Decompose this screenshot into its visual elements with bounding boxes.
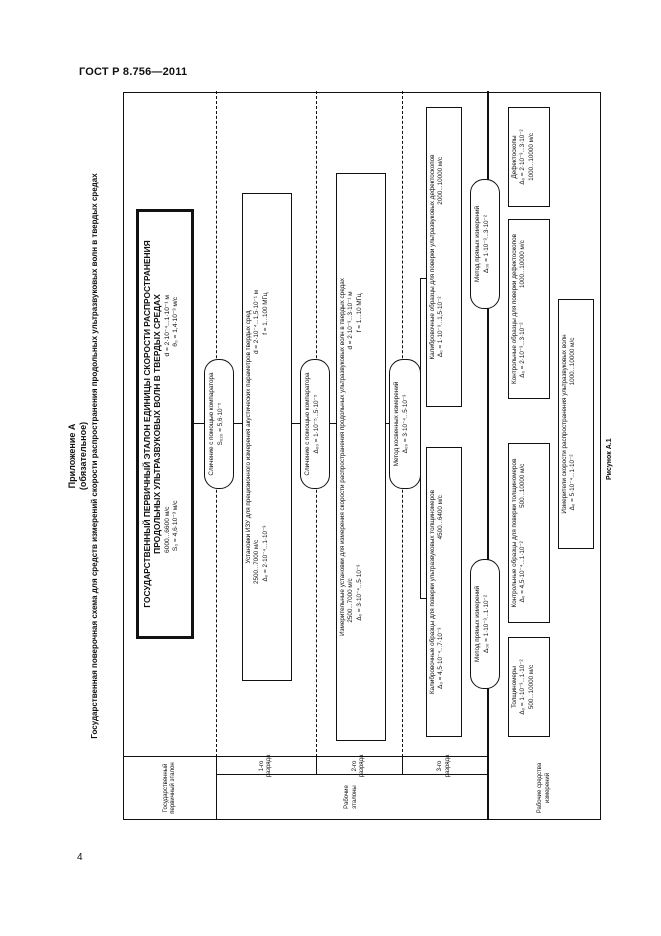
- thickness-gauges-box: Толщиномеры Δ₀ = 1·10⁻³...1·10⁻² 500...1…: [508, 637, 550, 737]
- control-thickness-box: Контрольные образцы для поверки толщином…: [508, 443, 550, 623]
- control-flaw-box: Контрольные образцы для поверки дефектос…: [508, 219, 550, 399]
- rank2-unit-box: Измерительные установки для измерения ск…: [336, 173, 386, 741]
- figure-caption: Рисунок А.1: [606, 438, 613, 480]
- appendix-title: Приложение А: [67, 423, 77, 489]
- rank3-thickness-samples: Калибровочные образцы для поверки ультра…: [426, 447, 462, 737]
- primary-standard-box: ГОСУДАРСТВЕННЫЙ ПЕРВИЧНЫЙ ЭТАЛОН ЕДИНИЦЫ…: [136, 209, 194, 639]
- rank3-label: 3-го разряда: [437, 754, 451, 778]
- rank1-unit-box: Установки ИЗУ для прецизионного измерени…: [242, 193, 292, 681]
- rank3-flaw-samples: Калибровочные образцы для поверки ультра…: [426, 107, 462, 407]
- rank2-label: 2-го разряда: [351, 754, 366, 778]
- rank1-label: 1-го разряда: [258, 754, 273, 778]
- page-number: 4: [77, 852, 83, 863]
- rank3-split-line: [420, 279, 421, 599]
- gpe-label: Государственный первичный эталон: [162, 762, 177, 814]
- scheme-frame: Государственный первичный эталон Рабочие…: [123, 91, 601, 820]
- flaw-detectors-box: Дефектоскопы Δ₀ = 2·10⁻³...3·10⁻² 1000..…: [508, 107, 550, 207]
- working-instruments-label: Рабочие средства измерений: [537, 762, 551, 814]
- comparator-1: Сличение с помощью компаратора S₀₂₀ = 5,…: [204, 359, 234, 489]
- velocity-meters-box: Измерители скорости распространения ульт…: [558, 299, 594, 549]
- working-standards-label: Рабочие эталоны: [344, 785, 358, 809]
- scheme-title: Государственная поверочная схема для сре…: [90, 173, 99, 739]
- document-header: ГОСТ Р 8.756—2011: [79, 66, 188, 78]
- indirect-method: Метод косвенных измерений Δ₀₀ = 3·10⁻⁴..…: [389, 359, 421, 489]
- direct-method-right: Метод прямых измерений Δ₀₀ = 1·10⁻³...3·…: [470, 179, 500, 309]
- verification-scheme: Приложение А (обязательное) Государствен…: [67, 91, 613, 820]
- comparator-2: Сличение с помощью компаратора Δ₀₀ = 1·1…: [300, 359, 330, 489]
- appendix-subtitle: (обязательное): [78, 421, 88, 491]
- direct-method-left: Метод прямых измерений Δ₀₀ = 1·10⁻³...1·…: [470, 559, 500, 689]
